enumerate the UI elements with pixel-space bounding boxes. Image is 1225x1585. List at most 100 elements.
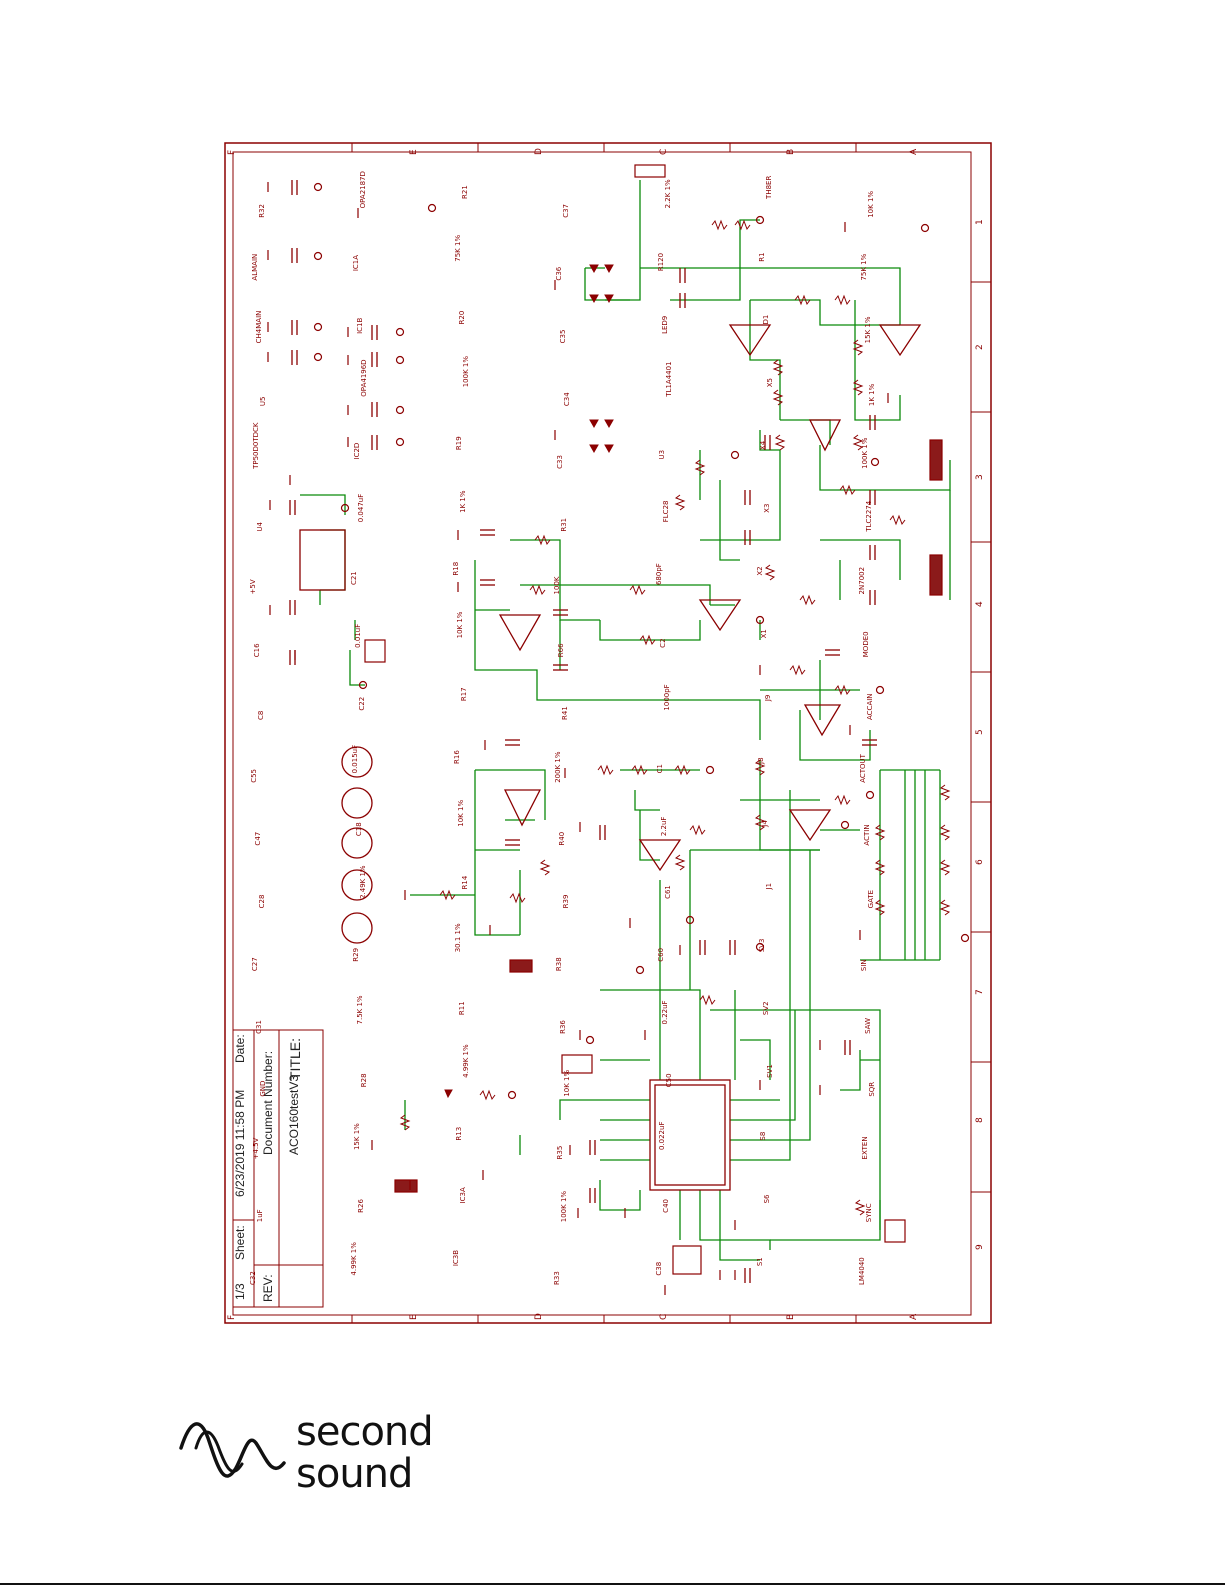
component-designator: R41 (561, 706, 570, 720)
component-designator: IC2D (353, 442, 362, 460)
mounting-hole (341, 912, 373, 944)
component-designator: X3 (763, 503, 772, 513)
component-designator: 75K 1% (453, 234, 462, 262)
component-designator: TLC2274 (864, 500, 873, 532)
component-designator: OPA4196D (360, 359, 369, 397)
component-designator: 100K (553, 576, 562, 595)
ground-symbols (267, 182, 889, 1295)
component-designator: TP50D0TDCK (252, 422, 260, 469)
component-designator: X2 (756, 566, 765, 576)
component-designator: SV3 (758, 938, 767, 953)
component-designator: 4.99K 1% (461, 1044, 470, 1078)
component-designator: 100K 1% (860, 437, 869, 469)
title-block (232, 1029, 324, 1308)
component-designator: ACTIN (862, 824, 871, 846)
component-designator: IC3A (458, 1187, 467, 1204)
component-designator: C18 (355, 822, 364, 837)
op-amps (498, 324, 922, 872)
component-designator: R20 (457, 310, 466, 325)
component-designator: ACTOUT (858, 754, 867, 783)
component-designator: LED9 (660, 315, 669, 334)
component-designator: C61 (663, 885, 672, 899)
component-designator: S1 (756, 1257, 765, 1267)
diodes (444, 264, 614, 1099)
page-bottom-rule (0, 1583, 1225, 1585)
component-designator: R11 (457, 1001, 466, 1016)
brand-word-sound: sound (296, 1451, 413, 1497)
component-designator: 1K 1% (458, 490, 467, 513)
component-designator: R21 (460, 185, 469, 199)
component-designator: R120 (656, 252, 665, 272)
component-designator: R26 (357, 1199, 366, 1213)
component-designator: 1uF (256, 1209, 264, 1223)
component-designator: 0.047uF (357, 493, 366, 523)
component-designator: C33 (556, 455, 565, 469)
regulator-ic (299, 529, 346, 591)
component-designator: MODE0 (861, 631, 870, 658)
column-ticks (351, 143, 857, 1323)
component-designator: LM4040 (857, 1257, 866, 1285)
component-designator: 0.01uF (354, 623, 363, 648)
component-designator: R19 (454, 436, 463, 451)
component-designator: 0.22uF (660, 1000, 669, 1025)
component-designator: ACCAIN (865, 693, 874, 720)
component-designator: C38 (654, 1261, 663, 1276)
component-designator: R29 (352, 947, 361, 962)
component-designator: GATE (866, 889, 875, 909)
component-designator: 2.2uF (659, 816, 668, 837)
component-designator: SAW (863, 1017, 872, 1034)
sine-wave-icon (179, 1422, 286, 1478)
component-designator: SQR (867, 1081, 876, 1097)
component-designator: C21 (350, 571, 359, 586)
component-designator: C31 (255, 1020, 263, 1034)
component-designator: R35 (556, 1145, 565, 1160)
component-designator: S6 (763, 1194, 772, 1204)
component-designator: D1 (762, 314, 771, 325)
component-designator: +5V (249, 579, 257, 595)
component-designator: 10K 1% (866, 190, 875, 218)
mounting-holes (341, 746, 373, 944)
outer-border (224, 142, 992, 1324)
wiring (300, 180, 951, 1261)
component-designator: 15K 1% (353, 1123, 362, 1151)
component-designator: C32 (249, 1271, 257, 1285)
component-designator: C22 (358, 696, 367, 711)
component-designator: 15K 1% (863, 316, 872, 344)
component-designator: 0.015uF (351, 744, 360, 774)
component-designator: R14 (460, 875, 469, 890)
component-designator: 1000pF (662, 684, 671, 711)
component-designator: C50 (664, 1073, 673, 1088)
component-designator: R1 (758, 252, 767, 262)
component-designator: C60 (656, 947, 665, 962)
component-designator: 10K 1% (563, 1069, 572, 1097)
component-designator: C27 (251, 957, 259, 972)
component-designator: C16 (253, 643, 261, 658)
component-designator: C55 (250, 768, 258, 783)
component-designator: SIN (859, 959, 868, 972)
connectors (364, 164, 943, 1275)
component-designator: 1K 1% (867, 383, 876, 407)
component-designator: 10K 1% (455, 611, 464, 639)
component-designator: C36 (555, 266, 564, 281)
component-designator: R18 (451, 561, 460, 576)
brand-word-second: second (296, 1409, 434, 1455)
component-designator: 200K 1% (554, 751, 563, 783)
component-designator: X4 (759, 440, 768, 451)
component-designator: 2N7002 (857, 566, 866, 595)
component-designator: IC3B (451, 1249, 460, 1267)
mounting-hole (341, 869, 373, 901)
component-designator: C1 (655, 764, 664, 774)
component-designator: J1 (765, 882, 774, 890)
component-designator: +4.5V (252, 1137, 260, 1160)
power-symbols (313, 182, 970, 1100)
component-designator: CH4MAIN (255, 310, 263, 344)
component-designator: SV2 (762, 1001, 771, 1016)
mounting-hole (341, 746, 373, 778)
component-designator: R66 (557, 643, 566, 658)
component-designator: C8 (257, 710, 265, 720)
component-designator: R38 (555, 957, 564, 972)
component-designator: GND (259, 1080, 267, 1097)
component-designator: EXTEN (860, 1136, 869, 1160)
component-designator: J9 (764, 694, 773, 702)
